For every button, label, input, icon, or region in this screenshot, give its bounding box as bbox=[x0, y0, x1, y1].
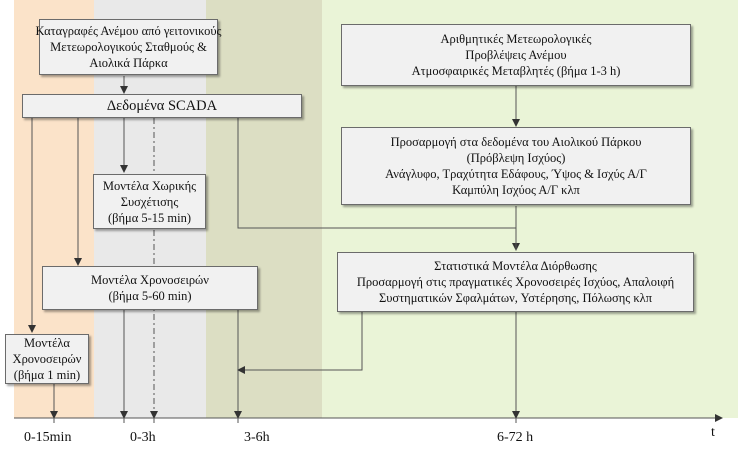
wind-records-box-line: Αιολικά Πάρκα bbox=[89, 56, 168, 70]
nwp-box-line: Αριθμητικές Μετεωρολογικές bbox=[440, 32, 592, 46]
scada-box-line: Δεδομένα SCADA bbox=[106, 98, 218, 114]
axis-label-t: t bbox=[711, 425, 715, 440]
ts-models-5-60-box: Μοντέλα Χρονοσειρών (βήμα 5-60 min) bbox=[42, 266, 258, 310]
ts-models-1-box-line: Χρονοσειρών bbox=[12, 352, 82, 366]
arrow-stat-to-3-6h bbox=[237, 312, 363, 374]
stat-correction-box-line: Συστηματικών Σφαλμάτων, Υστέρησης, Πόλωσ… bbox=[378, 291, 653, 305]
spatial-models-box-line: Συσχέτισης bbox=[120, 194, 179, 209]
label-0-15min: 0-15min bbox=[24, 430, 72, 445]
nwp-box-line: Ατμοσφαιρικές Μεταβλητές (βήμα 1-3 h) bbox=[411, 64, 621, 78]
ts-models-1-box-line: Μοντέλα bbox=[24, 336, 70, 350]
ts-models-5-60-box-line: Μοντέλα Χρονοσειρών bbox=[91, 273, 209, 287]
label-3-6h: 3-6h bbox=[244, 430, 270, 445]
nwp-box-line: Προβλέψεις Ανέμου bbox=[465, 48, 567, 62]
adaptation-box: Προσαρμογή στα δεδομένα του Αιολικού Πάρ… bbox=[341, 127, 691, 205]
wind-records-box-line: Καταγραφές Ανέμου από γειτονικούς bbox=[35, 24, 222, 38]
adaptation-box-line: Καμπύλη Ισχύος Α/Γ κλπ bbox=[452, 183, 580, 197]
spatial-models-box-line: Μοντέλα Χωρικής bbox=[102, 178, 197, 193]
adaptation-box-line: Ανάγλυφο, Τραχύτητα Εδάφους, Ύψος & Ισχύ… bbox=[385, 167, 647, 181]
scada-box: Δεδομένα SCADA bbox=[22, 94, 302, 118]
stat-correction-box-line: Προσαρμογή στις πραγματικές Χρονοσειρές … bbox=[356, 275, 675, 289]
adaptation-box-line: (Πρόβλεψη Ισχύος) bbox=[466, 151, 566, 165]
band-3-6h bbox=[206, 0, 322, 418]
wind-records-box-line: Μετεωρολογικούς Σταθμούς & bbox=[50, 40, 207, 54]
spatial-models-box-line: (βήμα 5-15 min) bbox=[107, 210, 192, 225]
ts-models-1-box-line: (βήμα 1 min) bbox=[13, 368, 81, 382]
ts-models-5-60-box-line: (βήμα 5-60 min) bbox=[108, 289, 192, 303]
stat-correction-box-line: Στατιστικά Μοντέλα Διόρθωσης bbox=[434, 259, 597, 273]
adaptation-box-line: Προσαρμογή στα δεδομένα του Αιολικού Πάρ… bbox=[390, 135, 642, 149]
label-6-72h: 6-72 h bbox=[497, 430, 534, 445]
label-0-3h: 0-3h bbox=[130, 430, 156, 445]
